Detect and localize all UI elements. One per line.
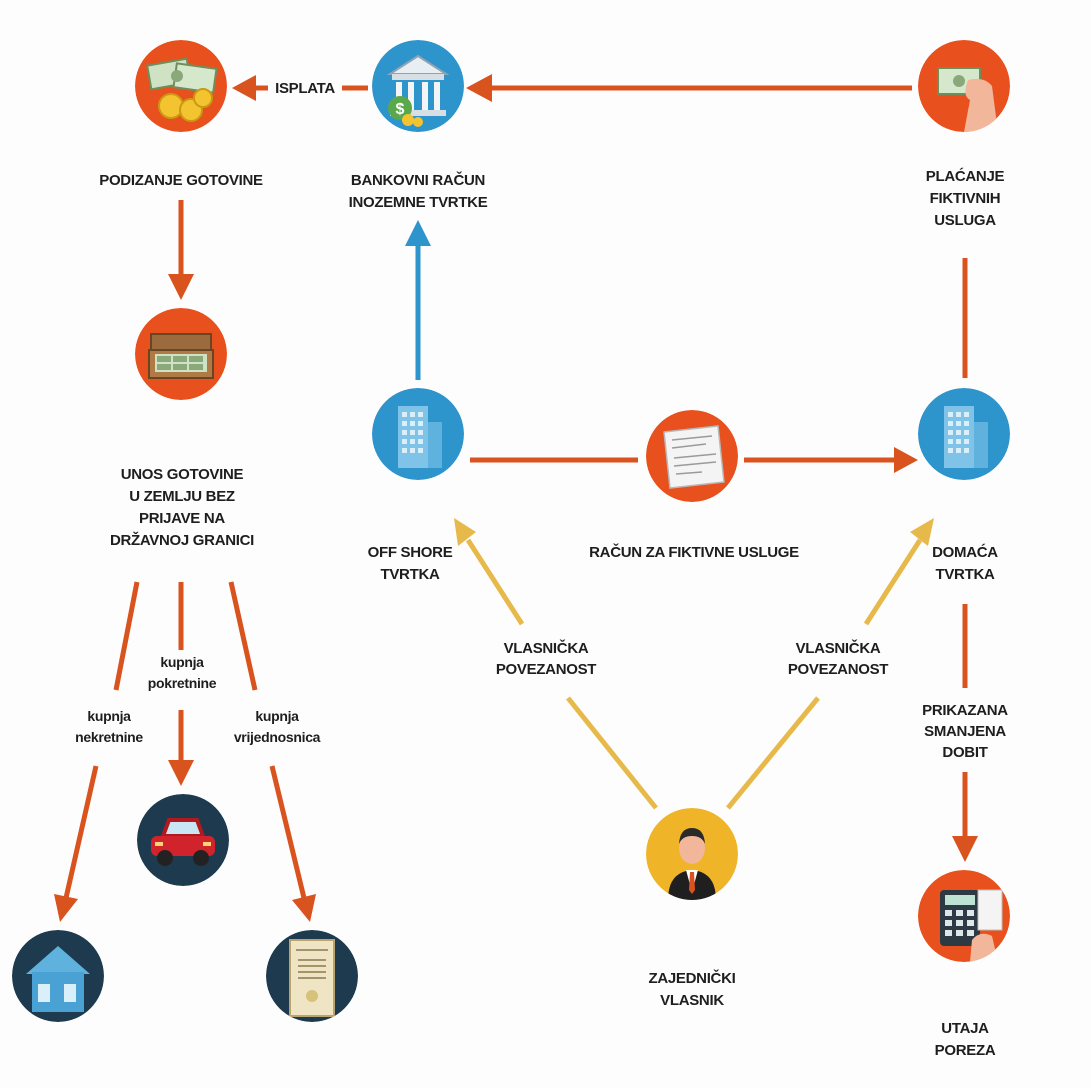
briefcase-cash-icon [135,308,227,400]
cash-coins-icon [135,40,227,132]
svg-text:$: $ [396,101,405,118]
vrijednosnica-label: kupnja vrijednosnica [230,706,324,748]
offshore-label: OFF SHORE TVRTKA [367,544,453,583]
nekretnine-label: kupnja nekretnine [66,706,152,748]
arrow-offshore-to-domaca [470,447,918,473]
unos-label: UNOS GOTOVINE U ZEMLJU BEZ PRIJAVE NA DR… [109,466,255,549]
hand-money-icon [918,40,1010,132]
racun-label: RAČUN ZA FIKTIVNE USLUGE [589,544,799,561]
bank-building-icon: $ [372,40,464,132]
vlasnicka-right-label: VLASNIČKA POVEZANOST [778,638,898,680]
certificate-document-icon [266,930,358,1022]
vlasnicka-left-label: VLASNIČKA POVEZANOST [486,638,606,680]
domaca-label: DOMAĆA TVRTKA [932,544,998,583]
arrow-vlasnik-to-offshore [454,518,658,810]
smanjena-dobit-label: PRIKAZANA SMANJENA DOBIT [906,700,1024,763]
arrow-unos-to-kuca [54,581,140,922]
arrow-offshore-to-bank [405,220,431,380]
isplata-label: ISPLATA [268,78,342,99]
arrow-placanje-to-bank [466,74,912,102]
office-building-icon [918,388,1010,480]
house-icon [12,930,104,1022]
placanje-label: PLAĆANJE FIKTIVNIH USLUGA [925,168,1005,229]
arrow-domaca-to-porez [952,604,978,862]
arrow-isplata [232,75,368,101]
car-icon [137,794,229,886]
calculator-icon [918,870,1010,962]
bank-label: BANKOVNI RAČUN INOZEMNE TVRTKE [348,172,488,211]
porez-label: UTAJA POREZA [934,1020,996,1059]
vlasnik-label: ZAJEDNIČKI VLASNIK [648,970,736,1009]
arrow-unos-to-dokument [228,581,316,922]
office-building-icon [372,388,464,480]
arrow-vlasnik-to-domaca [726,518,934,810]
arrow-podizanje-to-unos [168,200,194,300]
invoice-document-icon [646,410,738,502]
person-owner-icon [646,808,738,900]
pokretnine-label: kupnja pokretnine [142,652,222,694]
arrow-unos-to-auto [168,582,194,786]
podizanje-label: PODIZANJE GOTOVINE [99,172,263,189]
